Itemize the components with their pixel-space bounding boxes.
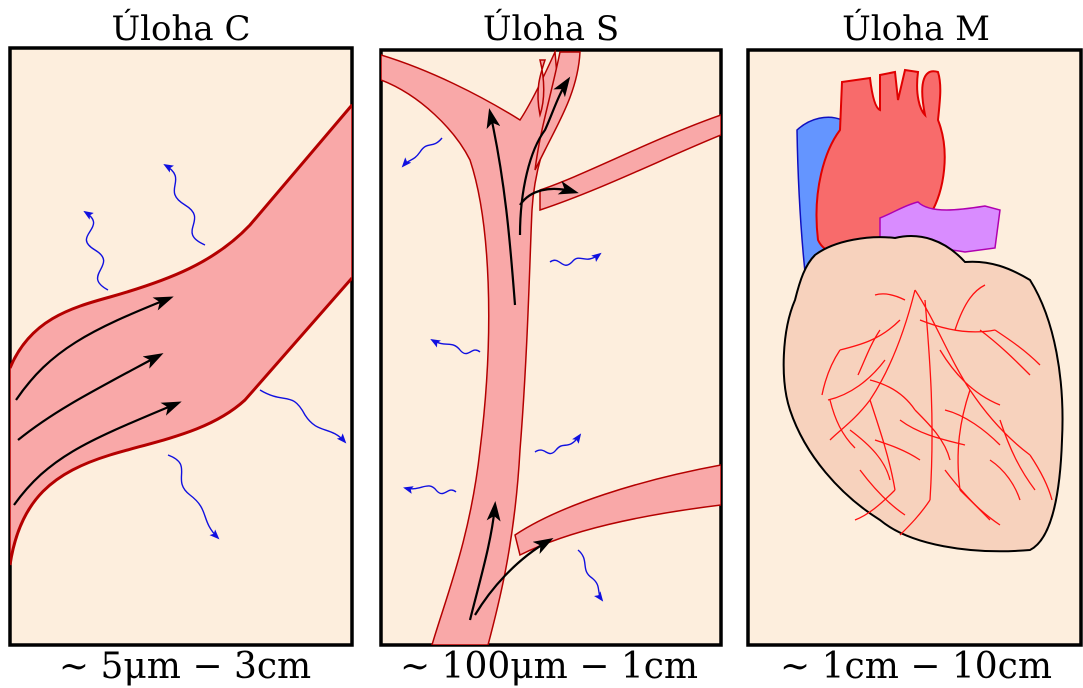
panel-title-s: Úloha S xyxy=(483,8,619,49)
panel-scale-s: ∼ 100μm − 1cm xyxy=(400,646,698,687)
panel-scale-c: ∼ 5μm − 3cm xyxy=(59,646,311,687)
panel-capillary: Úloha C ∼ 5μm − 3cm xyxy=(10,8,352,687)
panel-title-c: Úloha C xyxy=(112,8,251,49)
panel-macro-heart: Úloha M xyxy=(748,8,1081,687)
panel-small-vessels: Úloha S xyxy=(381,8,721,687)
panel-title-m: Úloha M xyxy=(842,8,990,49)
panel-scale-m: ∼ 1cm − 10cm xyxy=(780,646,1052,687)
